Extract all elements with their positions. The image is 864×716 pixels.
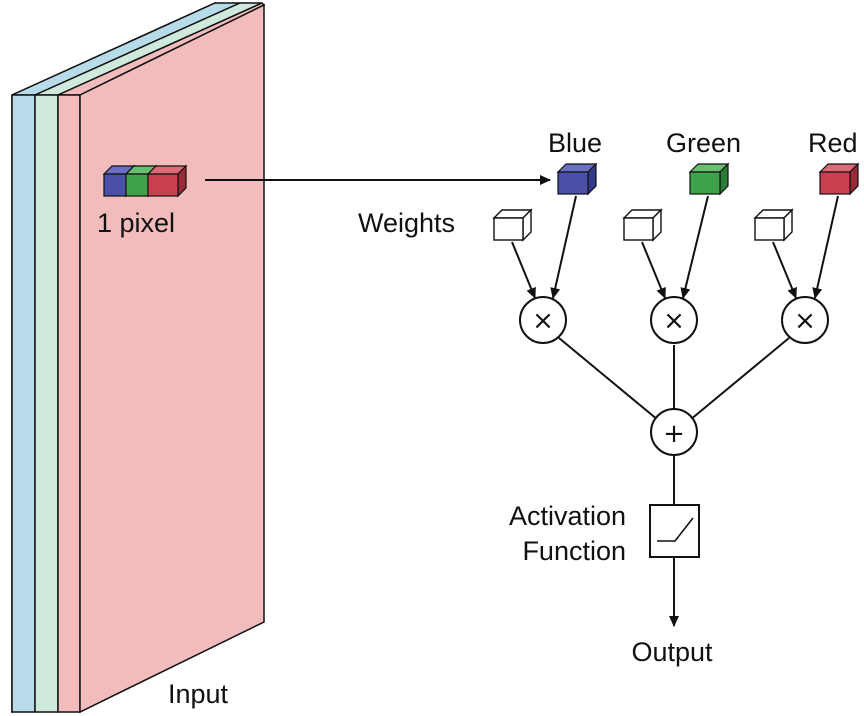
multiply-symbol: × (663, 306, 685, 336)
channel-label-blue: Blue (548, 128, 602, 158)
input-arrows (511, 195, 839, 299)
activation-label-line1: Activation (509, 501, 626, 531)
channel-cube-red (818, 162, 860, 196)
pixel-cubes (102, 164, 188, 198)
activation-function-box (649, 504, 700, 558)
activation-curve-icon (657, 517, 694, 542)
weight-cube-red (753, 208, 794, 242)
add-symbol: + (663, 419, 685, 449)
output-label: Output (631, 637, 713, 667)
channel-cube-blue (556, 162, 598, 196)
channel-label-green: Green (666, 128, 741, 158)
multiply-symbol: × (794, 306, 816, 336)
sum-connections (558, 337, 790, 421)
weights-label: Weights (358, 208, 455, 238)
multiply-node-green: × (650, 296, 698, 344)
pixel-cube-red (146, 164, 188, 198)
weight-cube-blue (492, 208, 533, 242)
input-label: Input (168, 679, 229, 709)
multiply-symbol: × (532, 306, 554, 336)
activation-label-line2: Function (522, 536, 626, 566)
channel-cube-green (688, 162, 730, 196)
input-layer-red (79, 3, 265, 714)
input-volume (11, 1, 266, 714)
sum-node: + (650, 408, 698, 456)
weight-cube-green (622, 208, 663, 242)
multiply-node-blue: × (519, 296, 567, 344)
multiply-node-red: × (781, 296, 829, 344)
pixel-label: 1 pixel (97, 208, 175, 238)
channel-label-red: Red (808, 128, 858, 158)
